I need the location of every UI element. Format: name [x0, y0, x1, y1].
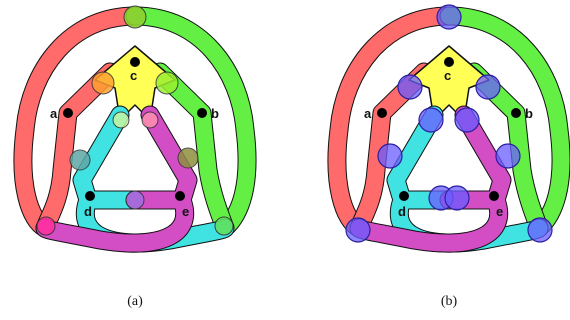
overlap-marker [91, 71, 115, 95]
caption-b: (b) [441, 294, 458, 309]
overlap-marker [141, 111, 159, 129]
vertex-label-a: a [364, 106, 372, 121]
vertex-a [63, 108, 73, 118]
crossing-marker [397, 74, 423, 100]
overlap-marker [36, 216, 56, 236]
vertex-label-a: a [50, 106, 58, 121]
vertex-label-e: e [182, 204, 189, 219]
vertex-label-c: c [130, 68, 137, 83]
vertex-label-d: d [84, 204, 92, 219]
crossing-marker [436, 4, 462, 30]
vertex-label-d: d [398, 204, 406, 219]
overlap-marker [214, 216, 234, 236]
crossing-marker [444, 185, 470, 211]
overlap-marker [125, 190, 145, 210]
panel-b: c a b d e (b) [327, 4, 570, 309]
vertex-a [377, 108, 387, 118]
overlap-marker [123, 5, 147, 29]
vertex-c [444, 57, 454, 67]
crossing-marker [527, 217, 553, 243]
vertex-b [197, 108, 207, 118]
crossing-marker [377, 143, 403, 169]
overlap-marker [112, 111, 130, 129]
crossing-marker [454, 107, 480, 133]
overlap-marker [177, 147, 199, 169]
vertex-e [175, 191, 185, 201]
vertex-label-c: c [444, 68, 451, 83]
vertex-b [511, 108, 521, 118]
caption-a: (a) [127, 294, 143, 309]
vertex-label-e: e [496, 204, 503, 219]
vertex-c [130, 57, 140, 67]
crossing-marker [418, 107, 444, 133]
vertex-d [399, 191, 409, 201]
crossing-marker [345, 217, 371, 243]
vertex-e [489, 191, 499, 201]
overlap-marker [155, 71, 179, 95]
vertex-d [85, 191, 95, 201]
vertex-label-b: b [525, 106, 533, 121]
crossing-marker [475, 74, 501, 100]
crossing-markers [345, 4, 553, 243]
panel-a: c a b d e (a) [13, 5, 257, 309]
crossing-marker [495, 143, 521, 169]
vertex-label-b: b [211, 106, 219, 121]
overlap-marker [69, 149, 91, 171]
